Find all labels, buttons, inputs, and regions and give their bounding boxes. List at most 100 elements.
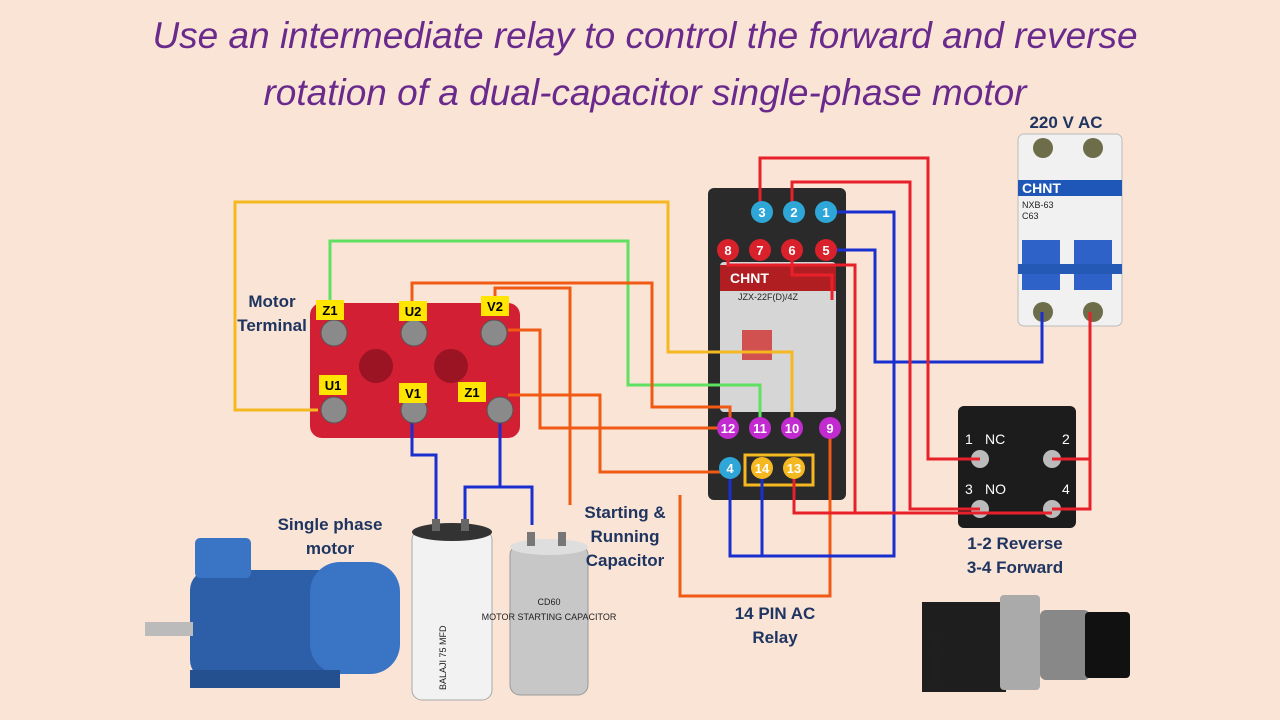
capacitor-left-body [411,529,493,701]
selector-contact-body [922,602,1006,692]
terminal-block-body [310,303,520,438]
relay-cover [720,262,836,412]
breaker-screw-top-right [1083,138,1103,158]
relay-pin-8-label: 8 [724,243,731,258]
supply-label: 220 V AC [1029,113,1102,132]
tag-z1-top [316,300,344,320]
relay-14-pin: CHNT JZX-22F(D)/4Z [708,188,846,500]
motor-terminal-label-1: Motor [248,292,296,311]
relay-pin-1-label: 1 [822,205,829,220]
selector-knob[interactable] [1085,612,1130,678]
motor-body [190,570,340,680]
relay-pin-11-label: 11 [753,421,767,436]
breaker-rating: C63 [1022,211,1039,221]
terminal-tags: Z1 U2 V2 U1 V1 Z1 [316,296,509,403]
switch-label-forward: 3-4 Forward [967,558,1063,577]
relay-pin-6-label: 6 [788,243,795,258]
capacitor-right: CD60 MOTOR STARTING CAPACITOR [482,532,617,696]
relay-pin-bottom-row: 4 14 13 [719,457,805,479]
tag-u1 [319,375,347,395]
contact-block-body [958,406,1076,528]
title-line-2: rotation of a dual-capacitor single-phas… [263,72,1028,113]
relay-label-1: 14 PIN AC [735,604,816,623]
terminal-hole-left [359,349,393,383]
switch-label-reverse: 1-2 Reverse [967,534,1062,553]
motor-terminal-block [310,303,520,438]
wire-blue-breaker [827,248,1044,364]
title-line-1: Use an intermediate relay to control the… [152,15,1137,56]
relay-pin-14 [751,457,773,479]
wire-blue-v1 [410,410,438,525]
capacitor-right-lead-1 [527,532,535,546]
selector-ring [1040,610,1090,680]
tag-v2 [481,296,509,316]
motor-label-1: Single phase [278,515,383,534]
capacitor-right-sub: MOTOR STARTING CAPACITOR [482,612,617,622]
breaker-screw-bottom-right [1083,302,1103,322]
relay-pin-8 [717,239,739,261]
relay-brand-band [720,265,836,291]
tag-z1-bottom-label: Z1 [464,385,479,400]
breaker-model: NXB-63 [1022,200,1054,210]
tag-v2-label: V2 [487,299,503,314]
terminal-screw-u1 [320,396,348,424]
relay-pin-13 [783,457,805,479]
relay-pin-4-label: 4 [726,461,734,476]
wire-blue-4-14 [728,470,764,558]
relay-label-2: Relay [752,628,798,647]
capacitor-left-lead-1 [432,519,440,531]
capacitor-right-lead-2 [558,532,566,546]
wire-red-switch-4 [1052,459,1092,511]
capacitor-left-text: BALAJI 75 MFD [438,625,448,690]
switch-terminal-2: 2 [1062,431,1070,447]
switch-nc-label: NC [985,431,1005,447]
capacitor-label-2: Running [591,527,660,546]
capacitor-right-top [510,539,588,555]
relay-pin-3 [751,201,773,223]
wire-red-pin6 [790,250,834,300]
relay-pin-5 [815,239,837,261]
relay-pin-7-label: 7 [756,243,763,258]
wire-orange-to-12 [508,328,728,430]
motor-terminal-box [195,538,251,578]
terminal-hole-right [434,349,468,383]
motor-terminal-label-2: Terminal [237,316,307,335]
tag-v1 [399,383,427,403]
single-phase-motor [145,538,400,688]
motor-shaft [145,622,193,636]
relay-pin-9-label: 9 [826,421,833,436]
wire-red-pin3 [758,156,980,461]
switch-terminal-4: 4 [1062,481,1070,497]
wire-red-13 [792,470,1052,515]
wire-blue-pin1 [762,210,896,558]
relay-pin-10 [781,417,803,439]
selector-text: ZB2-BE101C [932,631,942,685]
capacitor-label-3: Capacitor [586,551,665,570]
relay-pin-5-label: 5 [822,243,829,258]
relay-pin-6 [781,239,803,261]
capacitor-right-title: CD60 [537,597,560,607]
switch-terminal-1: 1 [965,431,973,447]
capacitor-left: BALAJI 75 MFD [411,519,493,701]
breaker-brand: CHNT [1022,180,1061,196]
relay-pin-second-row: 8 7 6 5 [717,239,837,261]
relay-pin-7 [749,239,771,261]
capacitor-label-1: Starting & [584,503,665,522]
wire-orange-z1 [508,393,740,474]
terminal-screw-v2 [480,319,508,347]
relay-pin-3-label: 3 [758,205,765,220]
breaker-handle-bar[interactable] [1018,264,1122,274]
switch-terminal-3: 3 [965,481,973,497]
relay-pin-10-label: 10 [785,421,799,436]
tag-u2-label: U2 [405,304,422,319]
terminal-screw-z1-bottom [486,396,514,424]
breaker-brand-plate [1018,180,1068,196]
relay-pin-13-label: 13 [787,461,801,476]
wire-green [328,239,762,428]
wires [233,156,1092,598]
tag-u1-label: U1 [325,378,342,393]
tag-v1-label: V1 [405,386,421,401]
relay-pin-12-label: 12 [721,421,735,436]
tag-z1-bottom [458,382,486,402]
